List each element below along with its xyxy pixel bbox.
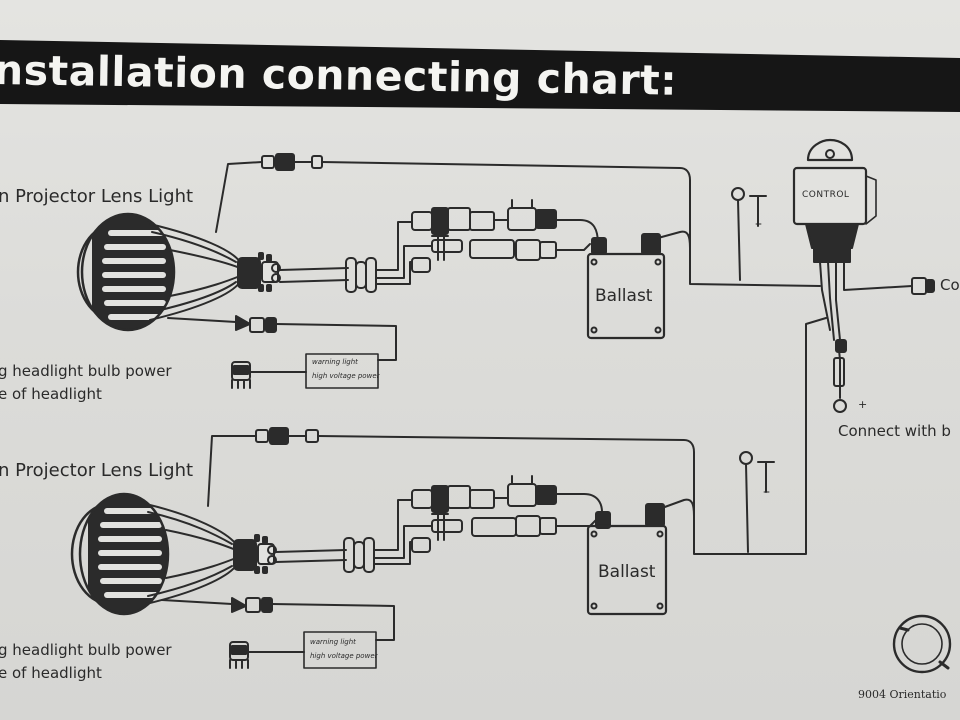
top-bulb-socket [237,257,261,289]
top-ballast-plug [507,199,557,261]
bottom-bulb-socket [233,539,257,571]
top-power-note-line1: g headlight bulb power [0,362,172,380]
top-rubber-grommet [345,257,377,293]
top-lens-cooling-fins [92,214,174,330]
bottom-warning-connector [245,597,261,613]
battery-ring-terminal [833,399,847,413]
bottom-ballast-box [586,524,668,616]
top-ballast-output-plug [641,233,661,255]
top-connector-pair [411,207,515,273]
top-inline-fuse-left [261,155,275,169]
control-output-connector [911,277,927,295]
bottom-ballast-output-plug [645,503,665,527]
bottom-warning-box [303,631,377,669]
bottom-lamp-label: n Projector Lens Light [0,460,194,481]
top-ground-minus: – [755,216,762,232]
bottom-ground-ring-terminal [739,451,753,465]
bottom-power-note-line1: g headlight bulb power [0,641,172,659]
top-warning-box-line1: warning light [312,358,358,366]
bottom-power-note-line2: e of headlight [0,664,102,682]
top-warning-connector [249,317,265,333]
bottom-inline-fuse-right [305,429,319,443]
top-lamp-label: n Projector Lens Light [0,186,194,207]
control-module [792,138,877,263]
bottom-connector-pair [411,485,517,553]
orientation-icon [892,614,952,674]
bottom-ballast-label: Ballast [598,562,656,582]
battery-note: Connect with b [838,422,951,440]
bottom-ballast-plug [507,475,557,537]
orientation-label: 9004 Orientatio [858,688,947,701]
battery-plus-sign: + [858,398,868,411]
bottom-warning-box-line1: warning light [310,638,356,646]
bottom-lens-cooling-fins [88,494,168,614]
battery-inline-connector [835,339,847,353]
title-band-shape [0,40,960,112]
control-output-label: Co [940,276,960,294]
bottom-inline-fuse-left [255,429,269,443]
top-ballast-box [586,252,666,340]
top-inline-fuse-right [311,155,323,169]
bottom-projector-light [70,492,277,616]
top-ground-ring-terminal [731,187,745,201]
bottom-ground-minus: – [763,484,770,500]
top-projector-light [76,212,281,332]
bottom-rubber-grommet [343,537,375,573]
control-label: CONTROL [802,190,850,200]
top-power-note-line2: e of headlight [0,385,102,403]
bottom-warning-box-line2: high voltage power [310,652,378,660]
top-ballast-label: Ballast [595,286,653,306]
bottom-headlight-power-plug [229,641,249,669]
title-band [0,40,960,112]
top-warning-box-line2: high voltage power [312,372,380,380]
top-headlight-power-plug [231,361,251,389]
